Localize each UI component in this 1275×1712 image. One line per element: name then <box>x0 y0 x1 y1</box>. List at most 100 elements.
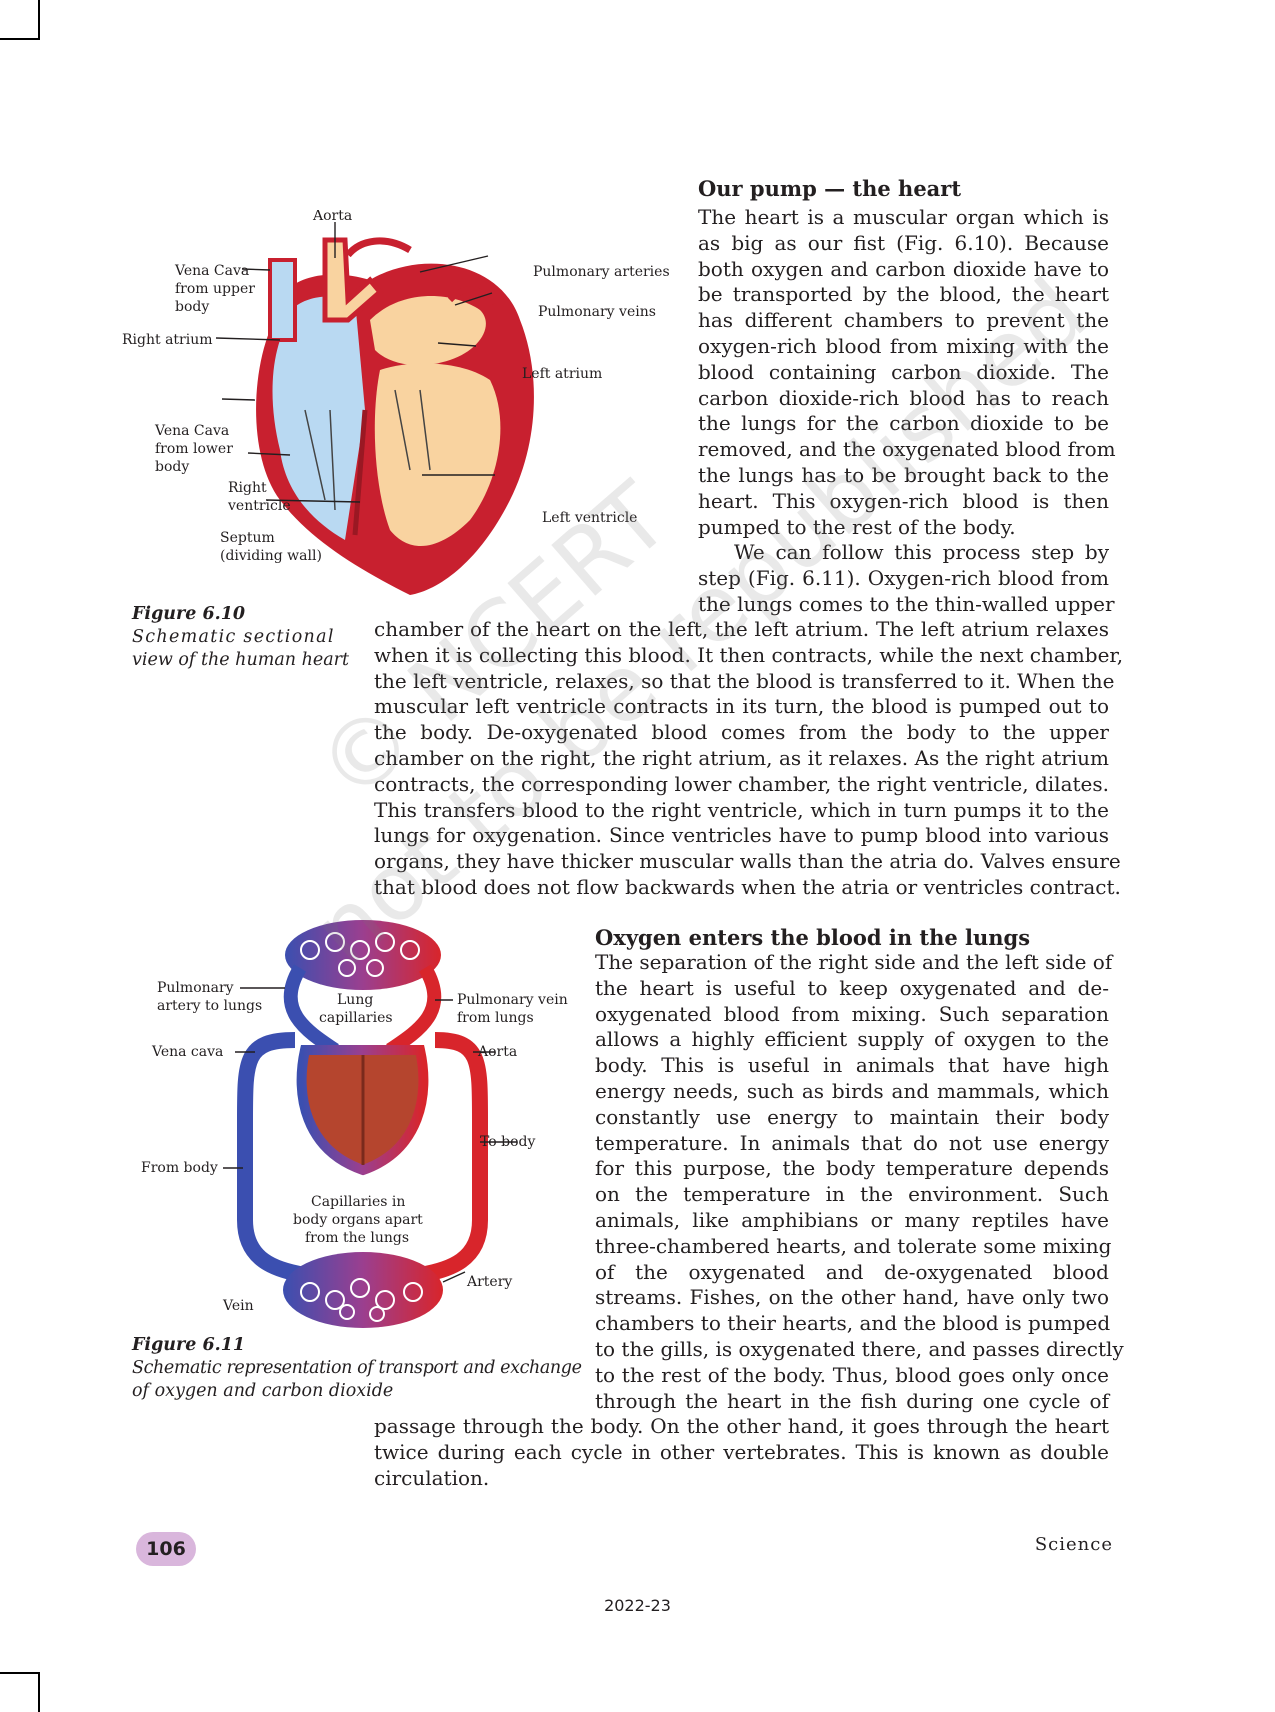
lung-capillary-mesh <box>300 932 420 977</box>
body-capillary-mesh <box>300 1278 423 1322</box>
text-line: as big as our fist (Fig. 6.10). Because <box>698 230 1109 255</box>
lung-capillary-bed <box>285 920 441 990</box>
section-heading-heart: Our pump — the heart <box>698 176 962 201</box>
label-right-ventricle-2: ventricle <box>227 498 291 514</box>
label-aorta-circ: Aorta <box>477 1044 517 1060</box>
left-ventricle-chamber <box>374 363 501 547</box>
figure-6-11-caption-line-2: of oxygen and carbon dioxide <box>132 1381 394 1401</box>
text-line: contracts, the corresponding lower chamb… <box>374 771 1109 796</box>
text-line: the lungs has to be brought back to the <box>698 462 1109 487</box>
text-line: temperature. In animals that do not use … <box>595 1130 1109 1155</box>
label-vena-cava-upper-1: Vena Cava <box>174 263 249 279</box>
right-chambers <box>272 296 365 540</box>
figure-6-11-caption: Figure 6.11 Schematic representation of … <box>132 1334 592 1403</box>
figure-6-10-caption: Figure 6.10 Schematic sectional view of … <box>132 603 352 672</box>
label-vena-cava-lower-2: from lower <box>155 441 233 457</box>
text-line: circulation. <box>374 1465 490 1490</box>
text-line: body. This is useful in animals that hav… <box>595 1053 1109 1078</box>
septum-wall <box>352 409 368 536</box>
figure-6-10-number: Figure 6.10 <box>132 604 246 624</box>
circulation-diagram: Pulmonary artery to lungs Lung capillari… <box>141 920 568 1328</box>
paragraph-oxygen-narrow: The separation of the right side and the… <box>595 950 1124 1414</box>
text-line: animals, like amphibians or many reptile… <box>595 1207 1109 1232</box>
label-capillaries-3: from the lungs <box>305 1230 409 1246</box>
text-line: to the rest of the body. Thus, blood goe… <box>595 1362 1109 1387</box>
text-line: both oxygen and carbon dioxide have to <box>698 256 1109 281</box>
label-vena-cava: Vena cava <box>151 1044 223 1060</box>
text-line: muscular left ventricle contracts in its… <box>374 694 1109 719</box>
text-line: allows a highly efficient supply of oxyg… <box>595 1027 1109 1052</box>
text-line: The heart is a muscular organ which is <box>698 205 1109 229</box>
aorta-loop <box>418 1032 488 1283</box>
pulmonary-artery-vessel <box>345 237 412 258</box>
pulmonary-vein-vessel <box>447 286 495 307</box>
text-line: for this purpose, the body temperature d… <box>595 1156 1109 1181</box>
text-line: This transfers blood to the right ventri… <box>374 797 1109 822</box>
text-line: oxygen-rich blood from mixing with the <box>698 333 1109 358</box>
label-from-body: From body <box>141 1160 218 1176</box>
text-line: passage through the body. On the other h… <box>374 1414 1109 1438</box>
aorta-vessel <box>322 237 384 323</box>
label-to-body: To body <box>480 1134 535 1150</box>
section-heading-oxygen: Oxygen enters the blood in the lungs <box>595 925 1031 950</box>
label-septum-2: (dividing wall) <box>220 548 322 564</box>
text-line: lungs for oxygenation. Since ventricles … <box>374 823 1109 848</box>
text-line: carbon dioxide-rich blood has to reach <box>698 385 1109 410</box>
text-line: blood containing carbon dioxide. The <box>698 359 1109 384</box>
text-line: heart. This oxygen-rich blood is then <box>698 488 1109 513</box>
label-artery: Artery <box>466 1274 512 1290</box>
text-line: when it is collecting this blood. It the… <box>374 642 1124 667</box>
label-vena-cava-lower-3: body <box>155 459 189 475</box>
text-line: has different chambers to prevent the <box>698 308 1109 333</box>
label-pulmonary-veins: Pulmonary veins <box>538 304 656 320</box>
figure-6-11-number: Figure 6.11 <box>132 1335 246 1355</box>
text-line: of the oxygenated and de-oxygenated bloo… <box>595 1259 1109 1284</box>
text-line: chambers to their hearts, and the blood … <box>595 1311 1111 1336</box>
year-label: 2022-23 <box>604 1596 671 1615</box>
label-pulmonary-vein-1: Pulmonary vein <box>457 992 568 1008</box>
crop-mark-bottom-left <box>0 1672 40 1712</box>
label-vena-cava-upper-3: body <box>175 299 209 315</box>
label-capillaries-2: body organs apart <box>293 1212 423 1228</box>
label-capillaries-1: Capillaries in <box>311 1194 405 1210</box>
text-line: chamber on the right, the right atrium, … <box>374 745 1109 770</box>
label-pulmonary-artery-1: Pulmonary <box>157 980 234 996</box>
text-line: constantly use energy to maintain their … <box>595 1104 1109 1129</box>
text-line: removed, and the oxygenated blood from <box>698 437 1116 462</box>
label-left-ventricle: Left ventricle <box>542 510 637 526</box>
circulation-label-leaders <box>223 987 517 1283</box>
paragraph-oxygen-wide: passage through the body. On the other h… <box>374 1414 1109 1491</box>
vena-cava-upper-vessel <box>268 258 297 342</box>
text-line: the body. De-oxygenated blood comes from… <box>374 720 1109 745</box>
text-line: the lungs for the carbon dioxide to be <box>698 411 1109 436</box>
figure-6-11-caption-line-1: Schematic representation of transport an… <box>132 1358 582 1378</box>
text-line: to the gills, is oxygenated there, and p… <box>595 1336 1124 1361</box>
text-line: through the heart in the fish during one… <box>595 1388 1109 1413</box>
text-line: be transported by the blood, the heart <box>698 282 1109 307</box>
label-leaders <box>215 222 495 503</box>
label-pulmonary-artery-2: artery to lungs <box>157 998 262 1014</box>
text-line: chamber of the heart on the left, the le… <box>374 617 1109 641</box>
text-line: the heart is useful to keep oxygenated a… <box>595 975 1109 1000</box>
label-left-atrium: Left atrium <box>522 366 602 382</box>
left-atrium-chamber <box>370 296 486 366</box>
paragraph-process-wide: chamber of the heart on the left, the le… <box>374 617 1124 901</box>
label-right-ventricle-1: Right <box>228 480 267 496</box>
text-line: streams. Fishes, on the other hand, have… <box>595 1285 1109 1310</box>
label-pulmonary-arteries: Pulmonary arteries <box>533 264 670 280</box>
crop-mark-top-left <box>0 0 40 40</box>
label-lung-capillaries-2: capillaries <box>319 1010 393 1026</box>
text-line: We can follow this process step by <box>734 540 1109 564</box>
text-line: that blood does not flow backwards when … <box>374 874 1121 899</box>
page-number-badge: 106 <box>136 1532 196 1566</box>
text-line: the left ventricle, relaxes, so that the… <box>374 668 1115 693</box>
text-line: twice during each cycle in other vertebr… <box>374 1439 1109 1464</box>
heart-diagram: Aorta Vena Cava from upper body Right at… <box>122 210 670 595</box>
label-septum-1: Septum <box>220 530 275 546</box>
figure-6-10-caption-line-1: Schematic sectional <box>132 627 335 647</box>
text-line: three-chambered hearts, and tolerate som… <box>595 1233 1112 1258</box>
vena-cava-loop <box>237 1032 307 1283</box>
text-line: energy needs, such as birds and mammals,… <box>595 1078 1109 1103</box>
text-line: The separation of the right side and the… <box>595 950 1113 974</box>
